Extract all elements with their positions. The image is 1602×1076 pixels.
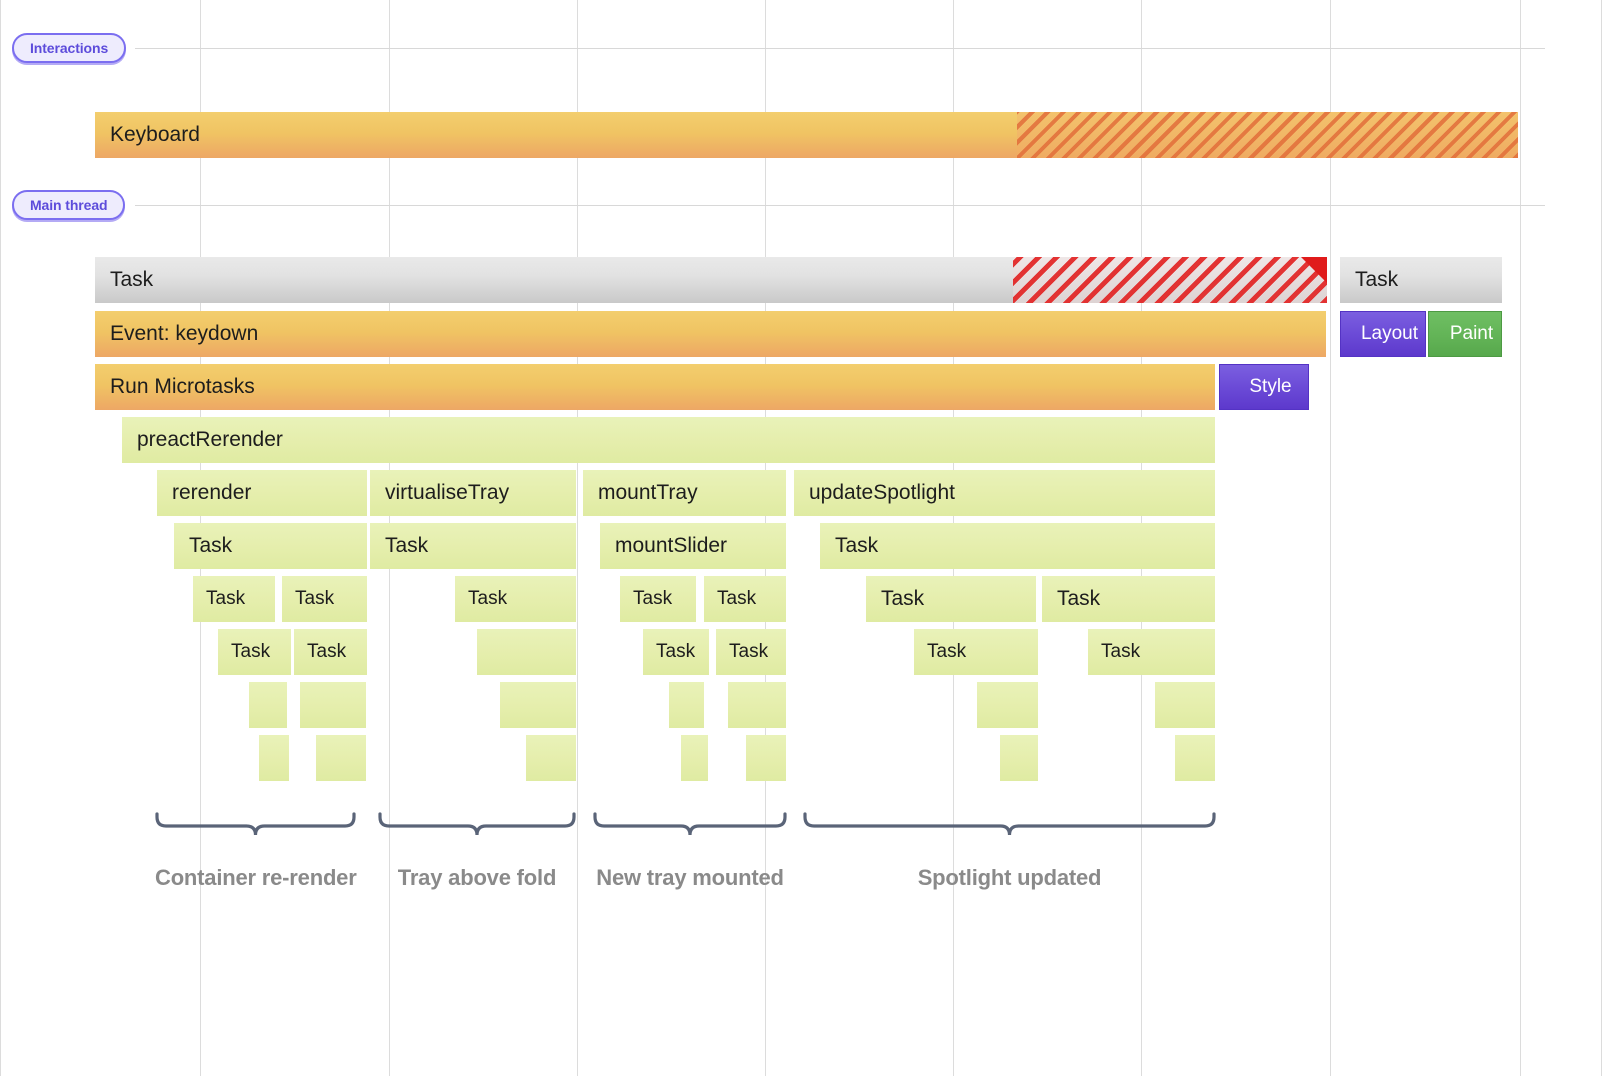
bar-label: Run Microtasks [110,375,255,398]
flame-block-d7-task[interactable]: Task [643,629,710,675]
bar-label: Task [881,587,925,610]
bar-label: mountSlider [615,534,728,557]
bar-label: Task [927,641,967,662]
flame-block-d8-block[interactable] [500,682,577,728]
bracket-tray-above-fold [378,812,576,840]
gridline-vertical-8 [1520,0,1521,1076]
flame-block-d6-task[interactable]: Task [455,576,577,622]
flame-block-d8-block[interactable] [1155,682,1216,728]
flame-block-d6-task[interactable]: Task [866,576,1037,622]
flame-block-d5-task[interactable]: Task [174,523,368,569]
flame-block-d5-mountslider[interactable]: mountSlider [600,523,787,569]
bar-label: mountTray [598,481,698,504]
bracket-spotlight-updated [803,812,1216,840]
track-pill-main-thread[interactable]: Main thread [12,190,126,220]
gridline-vertical-0 [0,0,1,1076]
bar-label: Task [189,534,233,557]
bar-label: Task [729,641,769,662]
hatched-overrun-red[interactable] [1013,257,1327,303]
gridline-vertical-3 [577,0,578,1076]
bar-label: Task [307,641,347,662]
bar-label: Task [1355,268,1399,291]
flame-block-d6-task[interactable]: Task [282,576,368,622]
flame-block-d8-block[interactable] [977,682,1039,728]
flame-block-d9-block[interactable] [259,735,290,781]
bar-label: Keyboard [110,123,200,146]
flame-block-d9-block[interactable] [681,735,709,781]
bar-label: Task [656,641,696,662]
flame-block-d6-task[interactable]: Task [704,576,787,622]
flame-block-d2-style[interactable]: Style [1219,364,1309,410]
flame-block-d4-mounttray[interactable]: mountTray [583,470,787,516]
flame-block-d9-block[interactable] [746,735,787,781]
flame-block-d1-paint[interactable]: Paint [1428,311,1502,357]
bar-label: Task [295,588,335,609]
bar-label: Style [1249,376,1292,397]
long-task-warning-corner-icon [1301,257,1327,283]
flame-block-d8-block[interactable] [300,682,367,728]
bar-label: Layout [1360,323,1419,344]
bar-label: Task [231,641,271,662]
bar-label: Task [468,588,508,609]
bar-label: Task [1101,641,1141,662]
flame-block-d5-task[interactable]: Task [820,523,1216,569]
annotation-label-new-tray-mounted: New tray mounted [596,865,784,890]
annotation-label-container-re-render: Container re-render [155,865,357,890]
gridline-vertical-7 [1330,0,1331,1076]
flame-block-d8-block[interactable] [728,682,787,728]
flame-block-d6-task[interactable]: Task [193,576,276,622]
annotation-label-tray-above-fold: Tray above fold [397,865,557,890]
flame-block-d7-task[interactable]: Task [294,629,368,675]
flame-block-d4-rerender[interactable]: rerender [157,470,368,516]
flame-block-d7-task[interactable]: Task [914,629,1039,675]
bar-label: Task [835,534,879,557]
hatched-overrun-orange[interactable] [1017,112,1518,158]
bar-label: Paint [1449,323,1494,344]
bar-label: virtualiseTray [385,481,510,504]
bracket-container-re-render [155,812,356,840]
flame-block-d7-task[interactable]: Task [1088,629,1216,675]
bar-label: rerender [172,481,252,504]
track-separator-1 [135,205,1545,206]
bar-label: Task [206,588,246,609]
track-pill-interactions[interactable]: Interactions [12,33,127,63]
flame-block-d9-block[interactable] [1175,735,1216,781]
bar-label: Task [110,268,154,291]
bar-label: updateSpotlight [809,481,955,504]
flame-block-d9-block[interactable] [526,735,577,781]
flame-block-d4-virtualisetray[interactable]: virtualiseTray [370,470,577,516]
flame-block-d7-task[interactable]: Task [716,629,787,675]
flame-block-d3-preactrerender[interactable]: preactRerender [122,417,1216,463]
flame-block-d8-block[interactable] [249,682,288,728]
flame-block-d4-updatespotlight[interactable]: updateSpotlight [794,470,1216,516]
flame-block-d5-task[interactable]: Task [370,523,577,569]
flame-block-d1-layout[interactable]: Layout [1340,311,1426,357]
flame-block-d8-block[interactable] [669,682,705,728]
flame-block-d7-block[interactable] [477,629,577,675]
flame-block-d9-block[interactable] [316,735,367,781]
flame-block-d2-run-microtasks[interactable]: Run Microtasks [95,364,1215,410]
bar-label: Event: keydown [110,322,259,345]
flame-block-d6-task[interactable]: Task [620,576,697,622]
track-separator-0 [135,48,1545,49]
flame-block-d9-block[interactable] [1000,735,1039,781]
bar-label: Task [1057,587,1101,610]
bracket-new-tray-mounted [593,812,787,840]
flame-block-d7-task[interactable]: Task [218,629,292,675]
bar-label: preactRerender [137,428,283,451]
bar-label: Task [633,588,673,609]
flame-block-d6-task[interactable]: Task [1042,576,1216,622]
flame-block-d0-task[interactable]: Task [1340,257,1502,303]
flame-block-d1-event-keydown[interactable]: Event: keydown [95,311,1326,357]
bar-label: Task [385,534,429,557]
annotation-label-spotlight-updated: Spotlight updated [917,865,1102,890]
bar-label: Task [717,588,757,609]
